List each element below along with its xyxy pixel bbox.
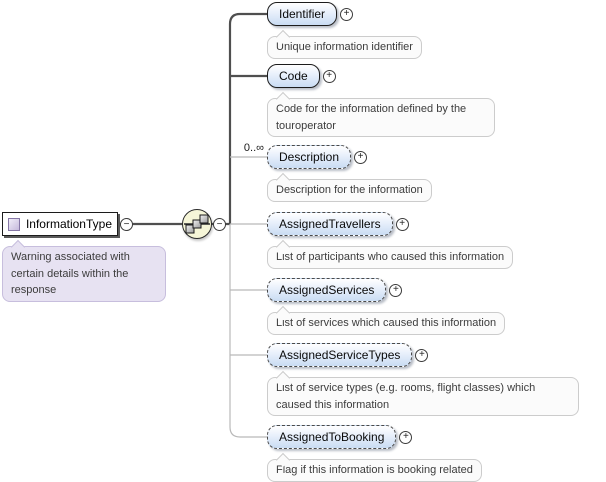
- element-informationtype[interactable]: InformationType: [2, 212, 118, 236]
- sequence-icon: [184, 214, 210, 234]
- element-label: AssignedServiceTypes: [279, 348, 401, 362]
- element-label: AssignedServices: [279, 283, 375, 297]
- child-row: AssignedServices +: [267, 278, 403, 302]
- annotation-assignedservicetypes: List of service types (e.g. rooms, fligh…: [267, 377, 579, 416]
- element-assignedtravellers[interactable]: AssignedTravellers: [267, 212, 393, 236]
- child-row: AssignedTravellers +: [267, 212, 409, 236]
- element-identifier[interactable]: Identifier: [267, 2, 338, 26]
- root-element-label: InformationType: [25, 217, 112, 231]
- element-label: AssignedToBooking: [279, 430, 385, 444]
- expand-toggle[interactable]: +: [399, 430, 413, 444]
- child-row: AssignedServiceTypes +: [267, 343, 429, 367]
- annotation-assignedservices: List of services which caused this infor…: [267, 312, 506, 335]
- child-row: Code +: [267, 64, 336, 88]
- element-assignedservices[interactable]: AssignedServices: [267, 278, 387, 302]
- expand-toggle[interactable]: +: [354, 150, 368, 164]
- element-label: AssignedTravellers: [279, 217, 381, 231]
- element-label: Code: [279, 69, 308, 83]
- element-label: Description: [279, 150, 340, 164]
- collapse-toggle-sequence[interactable]: −: [213, 218, 226, 231]
- occurrence-label: 0..∞: [243, 142, 264, 154]
- expand-toggle[interactable]: +: [389, 283, 403, 297]
- collapse-toggle-root[interactable]: −: [120, 218, 133, 231]
- child-row: AssignedToBooking +: [267, 425, 413, 449]
- element-label: Identifier: [279, 7, 326, 21]
- element-code[interactable]: Code: [267, 64, 320, 88]
- annotation-assignedtobooking: Flag if this information is booking rela…: [267, 459, 482, 482]
- annotation-identifier: Unique information identifier: [267, 36, 422, 59]
- expand-toggle[interactable]: +: [395, 217, 409, 231]
- element-description[interactable]: Description: [267, 145, 352, 169]
- child-row: Description +: [267, 145, 368, 169]
- element-assignedservicetypes[interactable]: AssignedServiceTypes: [267, 343, 413, 367]
- child-row: Identifier +: [267, 2, 354, 26]
- root-annotation: Warning associated with certain details …: [2, 246, 166, 302]
- annotation-description: Description for the information: [267, 179, 432, 202]
- annotation-code: Code for the information defined by the …: [267, 98, 495, 137]
- expand-toggle[interactable]: +: [340, 7, 354, 21]
- annotation-assignedtravellers: List of participants who caused this inf…: [267, 246, 514, 269]
- sequence-compositor[interactable]: [182, 209, 212, 239]
- expand-toggle[interactable]: +: [322, 69, 336, 83]
- element-icon: [8, 217, 20, 231]
- expand-toggle[interactable]: +: [415, 348, 429, 362]
- element-assignedtobooking[interactable]: AssignedToBooking: [267, 425, 397, 449]
